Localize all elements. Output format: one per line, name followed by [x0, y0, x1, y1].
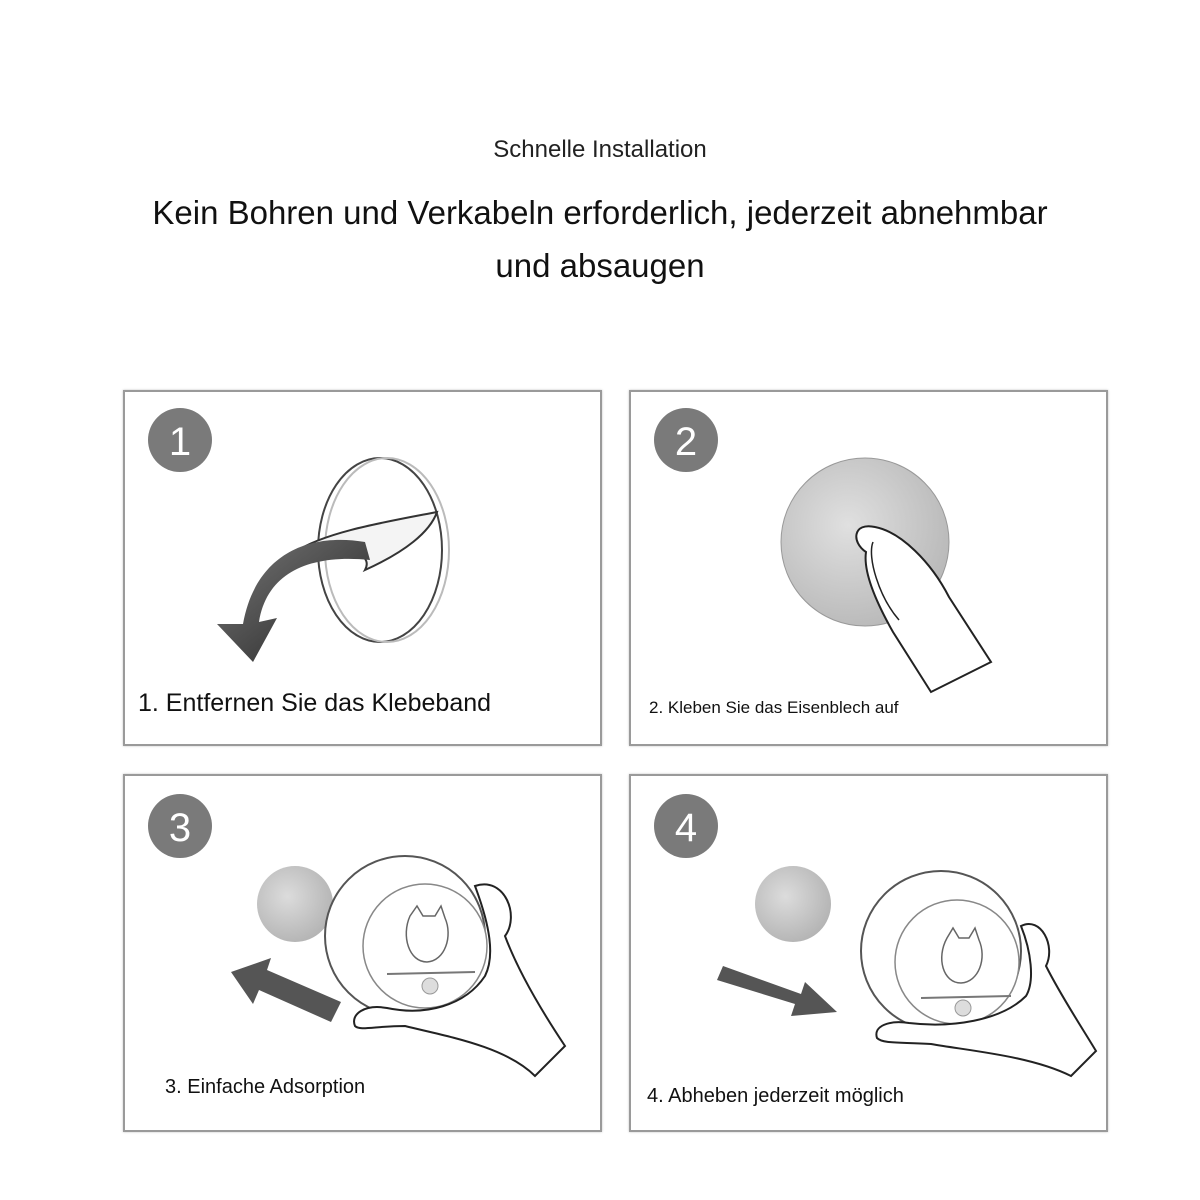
step-4-illustration: 4 — [654, 794, 1098, 1078]
step-2-badge: 2 — [675, 420, 697, 464]
step-1-panel: 1 1. Entfernen Sie das Klebeband — [123, 390, 602, 746]
step-1-badge: 1 — [169, 420, 191, 464]
step-3-illustration: 3 — [148, 794, 567, 1078]
step-4-panel: 4 4. Abheben jederzeit möglich — [629, 774, 1108, 1132]
curved-arrow-icon — [217, 539, 370, 662]
headline-line-2: und absaugen — [495, 247, 705, 284]
step-1-caption: 1. Entfernen Sie das Klebeband — [138, 689, 492, 717]
step-4-badge: 4 — [675, 806, 697, 850]
step-2-panel: 2 2. Kleben Sie das Eisenblech auf — [629, 390, 1108, 746]
left-arrow-icon — [231, 958, 341, 1022]
headline-line-1: Kein Bohren und Verkabeln erforderlich, … — [152, 194, 1048, 231]
hand-icon — [875, 923, 1098, 1078]
step-1-illustration: 1 — [148, 408, 450, 662]
step-3-caption: 3. Einfache Adsorption — [165, 1076, 366, 1098]
iron-plate-icon — [755, 866, 831, 942]
step-4-caption: 4. Abheben jederzeit möglich — [647, 1085, 904, 1107]
page-subtitle: Schnelle Installation — [493, 136, 707, 163]
hand-icon — [353, 883, 567, 1078]
step-2-caption: 2. Kleben Sie das Eisenblech auf — [649, 698, 899, 717]
iron-plate-icon — [257, 866, 333, 942]
step-3-badge: 3 — [169, 806, 191, 850]
page-headline: Kein Bohren und Verkabeln erforderlich, … — [0, 186, 1200, 292]
step-3-panel: 3 3. Einfache Adsorption — [123, 774, 602, 1132]
finger-icon — [855, 525, 993, 694]
right-arrow-icon — [717, 966, 837, 1016]
step-2-illustration: 2 — [654, 408, 993, 694]
